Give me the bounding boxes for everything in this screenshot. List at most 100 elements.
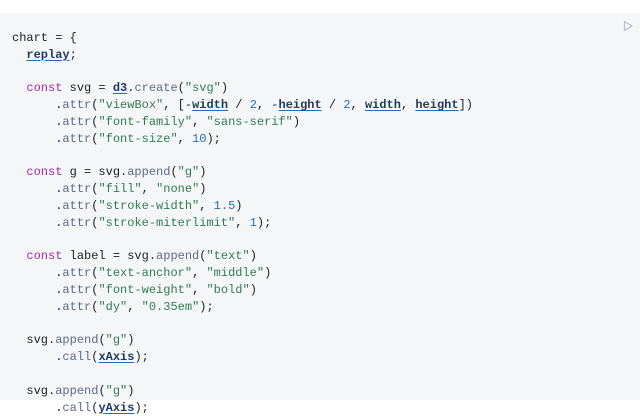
code-token: (: [91, 182, 99, 197]
code-token: ): [264, 266, 272, 281]
code-reference-link[interactable]: xAxis: [98, 350, 135, 365]
code-token: ,: [141, 182, 157, 197]
code-token: );: [199, 299, 214, 314]
code-line: .attr("viewBox", [-width / 2, -height / …: [12, 97, 612, 114]
code-token: .: [127, 81, 135, 96]
code-token: [12, 165, 26, 179]
code-token: ,: [127, 299, 142, 314]
code-token: ]): [458, 98, 473, 113]
code-token: "middle": [206, 266, 265, 281]
code-token: "font-weight": [98, 282, 193, 297]
code-line: const label = svg.append("text"): [12, 248, 612, 265]
code-token: "bold": [206, 282, 250, 297]
code-token: "g": [177, 165, 200, 180]
code-line: .attr("fill", "none"): [12, 181, 612, 198]
code-token: "text-anchor": [98, 266, 193, 281]
code-token: .: [12, 198, 63, 213]
code-token: attr: [62, 182, 92, 197]
code-token: "viewBox": [98, 98, 164, 113]
code-token: ): [249, 282, 257, 297]
code-editor[interactable]: chart = { replay; const svg = d3.create(…: [12, 30, 612, 416]
code-token: .: [12, 350, 63, 365]
code-token: append: [127, 165, 171, 180]
code-token: 2: [249, 98, 257, 113]
code-line: [12, 64, 612, 81]
code-token: .: [12, 114, 63, 129]
code-token: "font-size": [98, 131, 178, 146]
code-cell[interactable]: chart = { replay; const svg = d3.create(…: [0, 13, 640, 415]
code-token: [12, 249, 26, 263]
code-token: "dy": [98, 299, 128, 314]
code-token: "0.35em": [141, 299, 200, 314]
code-token: .: [12, 182, 63, 197]
code-token: ;: [69, 47, 77, 62]
code-token: ): [127, 383, 135, 398]
code-token: ,: [350, 98, 365, 113]
code-line: .attr("text-anchor", "middle"): [12, 265, 612, 282]
code-token: , -: [256, 98, 279, 113]
code-token: .: [12, 282, 63, 297]
code-token: "none": [156, 182, 200, 197]
code-reference-link[interactable]: width: [192, 98, 229, 113]
code-token: );: [206, 131, 221, 146]
code-line: const g = svg.append("g"): [12, 164, 612, 181]
code-token: attr: [62, 198, 92, 213]
code-token: .: [12, 400, 63, 415]
code-token: append: [156, 249, 200, 264]
code-token: attr: [62, 131, 92, 146]
code-token: chart = {: [12, 31, 77, 45]
code-token: const: [26, 81, 63, 96]
code-token: .: [12, 266, 63, 281]
code-token: (: [91, 350, 99, 365]
code-reference-link[interactable]: replay: [26, 47, 70, 62]
code-token: ): [235, 198, 243, 213]
code-token: "fill": [98, 182, 142, 197]
code-token: , [-: [163, 98, 193, 113]
code-line: [12, 148, 612, 165]
code-reference-link[interactable]: width: [364, 98, 401, 113]
code-token: (: [91, 114, 99, 129]
code-token: 1: [249, 215, 257, 230]
code-token: const: [26, 249, 63, 264]
code-token: "g": [105, 333, 128, 348]
code-reference-link[interactable]: height: [415, 98, 459, 113]
code-token: [12, 81, 26, 95]
code-token: [12, 48, 26, 62]
code-token: .: [12, 131, 63, 146]
code-token: "stroke-width": [98, 198, 200, 213]
code-token: );: [134, 350, 149, 365]
code-token: ,: [192, 114, 207, 129]
code-line: [12, 316, 612, 333]
code-reference-link[interactable]: height: [278, 98, 322, 113]
code-token: (: [91, 215, 99, 230]
code-token: ,: [199, 198, 214, 213]
play-icon[interactable]: [622, 20, 634, 32]
code-line: .attr("stroke-miterlimit", 1);: [12, 215, 612, 232]
code-token: (: [170, 165, 178, 180]
code-token: (: [91, 266, 99, 281]
code-reference-link[interactable]: yAxis: [98, 400, 135, 415]
code-token: ): [249, 249, 257, 264]
code-token: attr: [62, 266, 92, 281]
code-token: ,: [192, 282, 207, 297]
code-token: ,: [400, 98, 416, 113]
code-token: attr: [62, 282, 92, 297]
code-line: chart = {: [12, 30, 612, 47]
code-token: 10: [192, 131, 207, 146]
code-token: call: [62, 350, 92, 365]
code-line: const svg = d3.create("svg"): [12, 80, 612, 97]
code-token: "text": [206, 249, 250, 264]
code-token: (: [91, 98, 99, 113]
code-token: attr: [62, 215, 92, 230]
page-top-band: [0, 0, 640, 13]
code-line: [12, 232, 612, 249]
code-reference-link[interactable]: d3: [112, 81, 128, 96]
code-token: create: [134, 81, 178, 96]
code-token: .: [12, 98, 63, 113]
code-token: 2: [343, 98, 351, 113]
code-token: /: [228, 98, 250, 113]
code-line: .attr("stroke-width", 1.5): [12, 198, 612, 215]
code-token: "font-family": [98, 114, 193, 129]
code-token: ): [220, 81, 229, 96]
code-line: svg.append("g"): [12, 383, 612, 400]
